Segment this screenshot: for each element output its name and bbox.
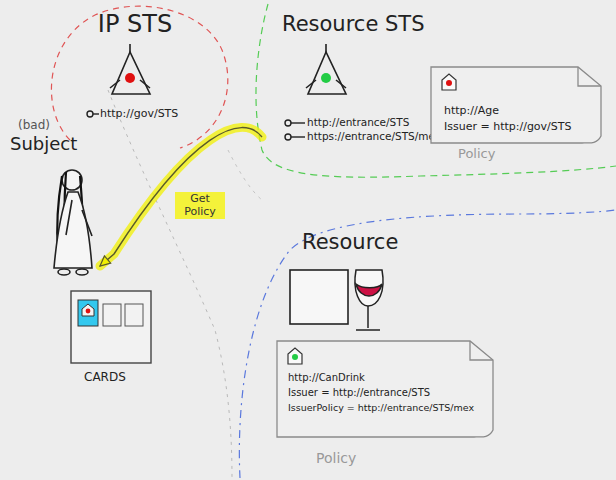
resource-region: [239, 210, 616, 478]
document-fold: [578, 67, 601, 86]
sts-symbol: [306, 44, 346, 94]
card: [78, 300, 98, 326]
ip-sts-region: [51, 6, 227, 148]
card-icon: [82, 304, 94, 316]
cards-outline: [71, 291, 151, 363]
node-title: (bad): [18, 118, 50, 132]
region-node: (bad)Subject: [8, 118, 100, 278]
node-text: IssuerPolicy = http://entrance/STS/mex: [288, 402, 474, 413]
highlight-stroke: [100, 128, 262, 266]
region-node: IP STS http://gov/STS: [55, 6, 215, 131]
policy-document: http://AgeIssuer = http://gov/STS Policy: [430, 66, 602, 164]
node-text: Policy: [316, 450, 356, 467]
region-node: Resource http://CanDrinkIssuer = http://e…: [272, 222, 610, 478]
node-text: https://entrance/STS/mex: [307, 130, 441, 143]
node-text: http://entrance/STS: [307, 116, 409, 129]
card-dot: [86, 309, 91, 314]
endpoint-key: [285, 120, 305, 140]
node-text: Issuer = http://entrance/STS: [288, 387, 430, 399]
endpoint-key: [87, 111, 99, 117]
node-title: IP STS: [55, 10, 215, 39]
arrow-head: [100, 256, 111, 266]
wine-glass: [355, 270, 383, 330]
claim-icon: [442, 74, 456, 90]
connector-line: [100, 128, 262, 266]
card: [103, 304, 121, 326]
document-fold: [470, 341, 493, 360]
subject-region: [108, 90, 232, 478]
resource-sts-region: [256, 4, 616, 177]
policy-document: http://CanDrinkIssuer = http://entrance/…: [276, 340, 494, 475]
get-policy-arrow: [100, 128, 262, 266]
card: [125, 304, 143, 326]
node-title: http://CanDrink: [288, 372, 365, 384]
node-text: Issuer = http://gov/STS: [444, 120, 572, 133]
node-text: Subject: [10, 133, 77, 155]
resource-screen: [290, 270, 348, 324]
node-text: http://gov/STS: [100, 107, 178, 120]
region-node: Resource STS http://entrance/STShttps://e…: [262, 6, 612, 166]
node-title: http://Age: [444, 104, 499, 117]
document-outline: [431, 67, 601, 143]
edge-label: Get Policy: [175, 192, 225, 219]
node-title: Resource STS: [282, 12, 424, 37]
document-outline: [277, 341, 493, 437]
node-text: Policy: [458, 146, 495, 162]
node-title: Resource: [302, 230, 398, 255]
divider-line: [228, 150, 262, 200]
sts-symbol: [110, 44, 150, 94]
subject-figure: [54, 170, 92, 275]
node-title: CARDS: [84, 370, 126, 384]
cards-box: CARDS: [70, 290, 152, 390]
claim-icon: [288, 348, 302, 364]
